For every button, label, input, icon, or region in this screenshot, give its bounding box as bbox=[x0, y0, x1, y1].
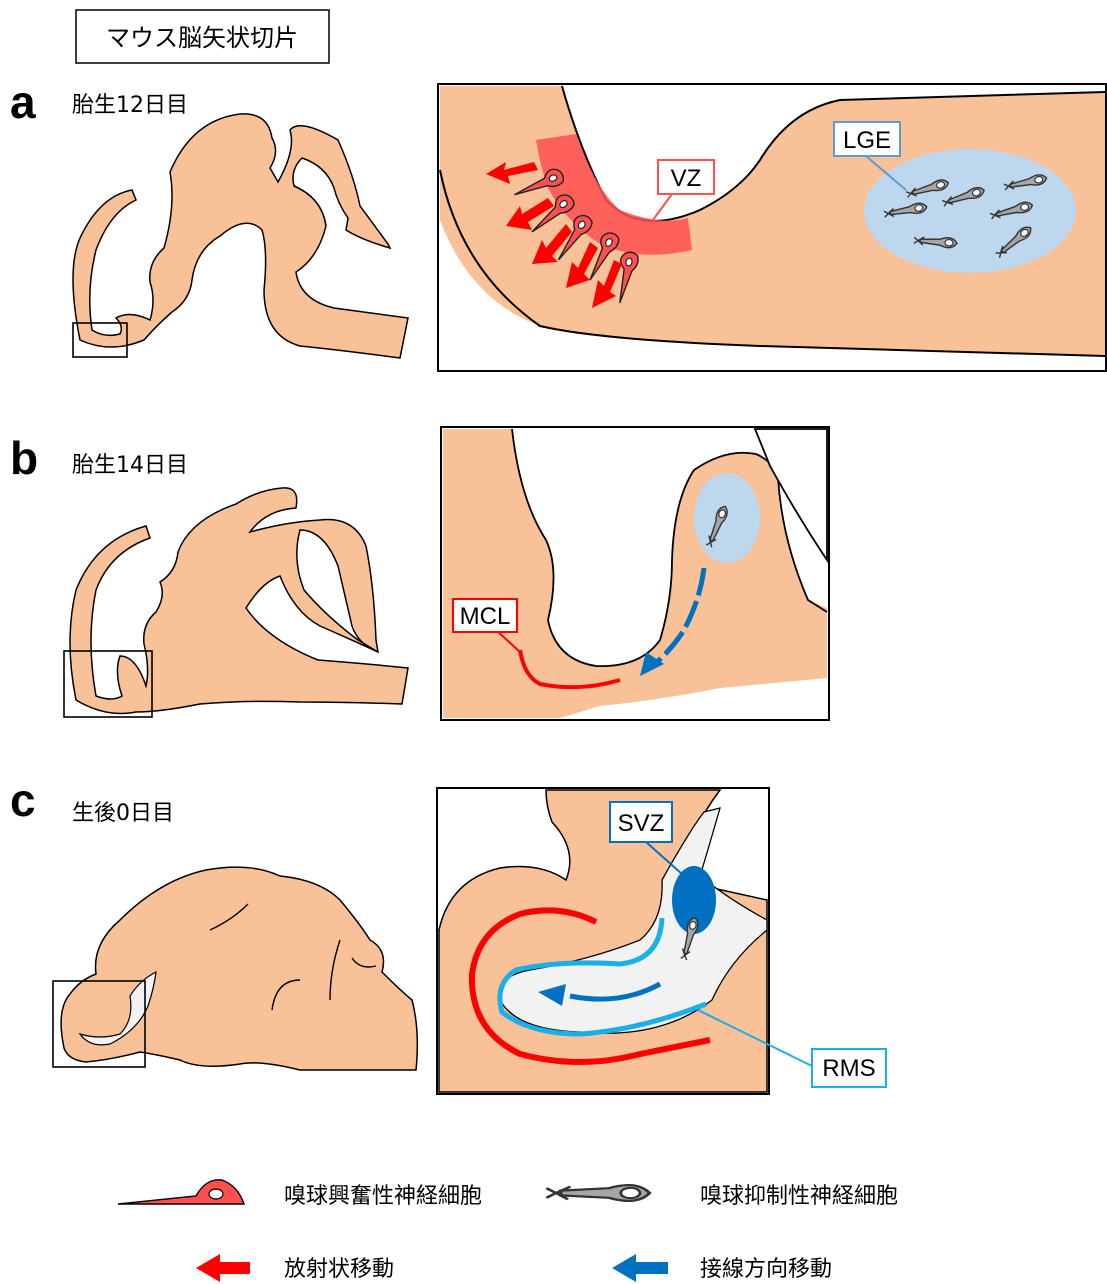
rms-label: RMS bbox=[822, 1055, 875, 1082]
legend-excitatory-label: 嗅球興奮性神経細胞 bbox=[284, 1184, 482, 1209]
legend-radial-label: 放射状移動 bbox=[284, 1257, 394, 1282]
brain-section-a bbox=[73, 114, 408, 358]
lge-label: LGE bbox=[843, 127, 891, 154]
svz-label: SVZ bbox=[618, 810, 665, 837]
legend-radial-arrow bbox=[196, 1254, 250, 1282]
stage-label-c: 生後0日目 bbox=[72, 801, 174, 826]
legend-excitatory-icon bbox=[118, 1180, 244, 1204]
source-zone-b bbox=[694, 473, 760, 563]
panel-letter-a: a bbox=[10, 76, 36, 128]
mcl-label: MCL bbox=[460, 603, 511, 630]
legend: 嗅球興奮性神経細胞 嗅球抑制性神経細胞 放射状移動 接線方向移動 bbox=[118, 1180, 898, 1282]
stage-label-b: 胎生14日目 bbox=[72, 453, 188, 478]
panel-a: a 胎生12日目 VZ LGE bbox=[10, 76, 1106, 371]
panel-letter-c: c bbox=[10, 774, 36, 826]
figure-title: マウス脳矢状切片 bbox=[106, 24, 298, 52]
legend-tangential-arrow bbox=[612, 1254, 668, 1282]
panel-letter-b: b bbox=[10, 432, 38, 484]
brain-section-b bbox=[70, 488, 408, 714]
legend-inhibitory-icon bbox=[546, 1185, 649, 1201]
panel-b: b 胎生14日目 MCL bbox=[10, 427, 829, 720]
panel-c: c 生後0日目 SVZ RMS bbox=[10, 774, 886, 1094]
vz-label: VZ bbox=[671, 165, 702, 192]
legend-inhibitory-label: 嗅球抑制性神経細胞 bbox=[700, 1184, 898, 1209]
stage-label-a: 胎生12日目 bbox=[72, 93, 188, 118]
legend-tangential-label: 接線方向移動 bbox=[700, 1257, 832, 1282]
